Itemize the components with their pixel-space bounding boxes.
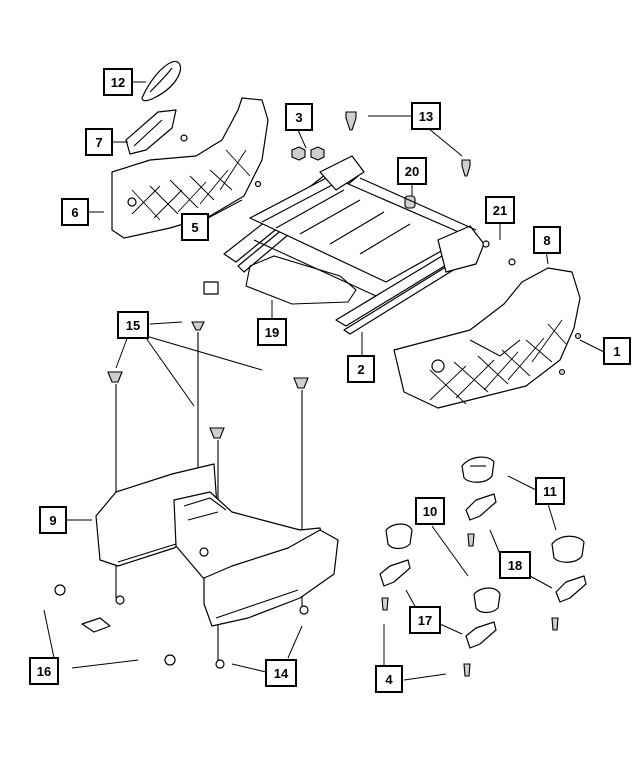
- callout-18-label: 18: [508, 558, 522, 573]
- callout-5: 5: [181, 213, 209, 241]
- part-18-bracket-upper: [465, 493, 497, 521]
- callout-16: 16: [29, 657, 59, 685]
- callout-14-label: 14: [274, 666, 289, 681]
- callout-8-label: 8: [543, 233, 550, 248]
- callout-1: 1: [603, 337, 631, 365]
- part-10-clip-upper: [385, 523, 413, 550]
- callout-13-label: 13: [419, 109, 433, 124]
- part-8-inboard-shield: [393, 267, 582, 409]
- callout-20: 20: [397, 157, 427, 185]
- leader-lines: [43, 81, 605, 681]
- part-11-clip-upper: [461, 456, 495, 483]
- callout-15-label: 15: [126, 318, 140, 333]
- part-4-screws: [381, 533, 559, 677]
- callout-1-label: 1: [613, 344, 620, 359]
- callout-9-label: 9: [49, 513, 56, 528]
- part-7-recliner-handle: [125, 109, 188, 155]
- callout-16-label: 16: [37, 664, 51, 679]
- callout-20-label: 20: [405, 164, 419, 179]
- callout-2-label: 2: [357, 362, 364, 377]
- callout-19-label: 19: [265, 325, 279, 340]
- callout-10-label: 10: [423, 504, 437, 519]
- callout-12: 12: [103, 68, 133, 96]
- part-17-bracket-lower: [465, 621, 497, 649]
- callout-6: 6: [61, 198, 89, 226]
- part-3-nuts: [291, 146, 325, 161]
- part-18-bracket-lower: [555, 575, 587, 603]
- callout-15: 15: [117, 311, 149, 339]
- callout-3-label: 3: [295, 110, 302, 125]
- callout-7: 7: [85, 128, 113, 156]
- callout-18: 18: [499, 551, 531, 579]
- part-15-push-pins: [107, 321, 309, 439]
- callout-13: 13: [411, 102, 441, 130]
- part-6-outboard-shield: [111, 97, 269, 239]
- part-2-seat-track-frame: [203, 155, 516, 335]
- callout-4: 4: [375, 665, 403, 693]
- callout-6-label: 6: [71, 205, 78, 220]
- callout-17: 17: [409, 606, 441, 634]
- part-17-bracket-upper: [379, 559, 411, 587]
- part-9-seat-riser: [54, 463, 339, 669]
- part-12-adjuster-handle: [141, 60, 182, 102]
- callout-12-label: 12: [111, 75, 125, 90]
- part-11-clip-lower: [551, 535, 585, 563]
- callout-19: 19: [257, 318, 287, 346]
- callout-5-label: 5: [191, 220, 198, 235]
- callout-3: 3: [285, 103, 313, 131]
- callout-10: 10: [415, 497, 445, 525]
- part-10-clip-lower: [473, 587, 501, 614]
- callout-14: 14: [265, 659, 297, 687]
- callout-21: 21: [485, 196, 515, 224]
- callout-7-label: 7: [95, 135, 102, 150]
- part-13-bolts: [345, 111, 471, 177]
- callout-11-label: 11: [543, 484, 557, 499]
- callout-2: 2: [347, 355, 375, 383]
- callout-17-label: 17: [418, 613, 432, 628]
- callout-11: 11: [535, 477, 565, 505]
- callout-21-label: 21: [493, 203, 507, 218]
- callout-4-label: 4: [385, 672, 393, 687]
- callout-9: 9: [39, 506, 67, 534]
- callout-8: 8: [533, 226, 561, 254]
